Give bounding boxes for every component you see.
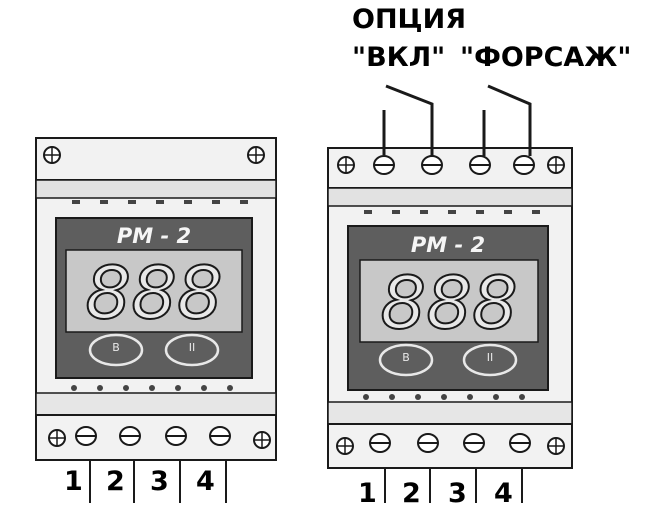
panel-button-b-label-right: B	[402, 351, 410, 364]
terminal-number: 2	[402, 478, 421, 509]
panel-button-b-left[interactable]	[88, 333, 144, 367]
model-label-left: PM - 2	[117, 224, 191, 248]
option-caption: ОПЦИЯ	[352, 4, 466, 35]
digit-display-left: 888	[85, 251, 222, 335]
terminal-number: 4	[494, 478, 513, 509]
device-right: PM - 2 888 B II	[327, 84, 573, 503]
terminal-number: 3	[150, 466, 169, 497]
digit-display-right: 888	[380, 261, 517, 345]
terminal-number: 2	[106, 466, 125, 497]
device-left: PM - 2 888 B II	[35, 137, 277, 503]
terminal-number: 4	[196, 466, 215, 497]
terminal-number: 1	[358, 478, 377, 509]
panel-button-ii-right[interactable]	[462, 343, 518, 377]
panel-button-ii-left[interactable]	[164, 333, 220, 367]
label-boost: "ФОРСАЖ"	[460, 42, 632, 73]
panel-button-ii-label-left: II	[189, 341, 196, 354]
leader-lines	[382, 84, 532, 156]
panel-button-ii-label-right: II	[487, 351, 494, 364]
label-on: "ВКЛ"	[352, 42, 446, 73]
terminal-number: 3	[448, 478, 467, 509]
panel-button-b-label-left: B	[112, 341, 120, 354]
terminal-number: 1	[64, 466, 83, 497]
panel-button-b-right[interactable]	[378, 343, 434, 377]
model-label-right: PM - 2	[411, 233, 485, 257]
